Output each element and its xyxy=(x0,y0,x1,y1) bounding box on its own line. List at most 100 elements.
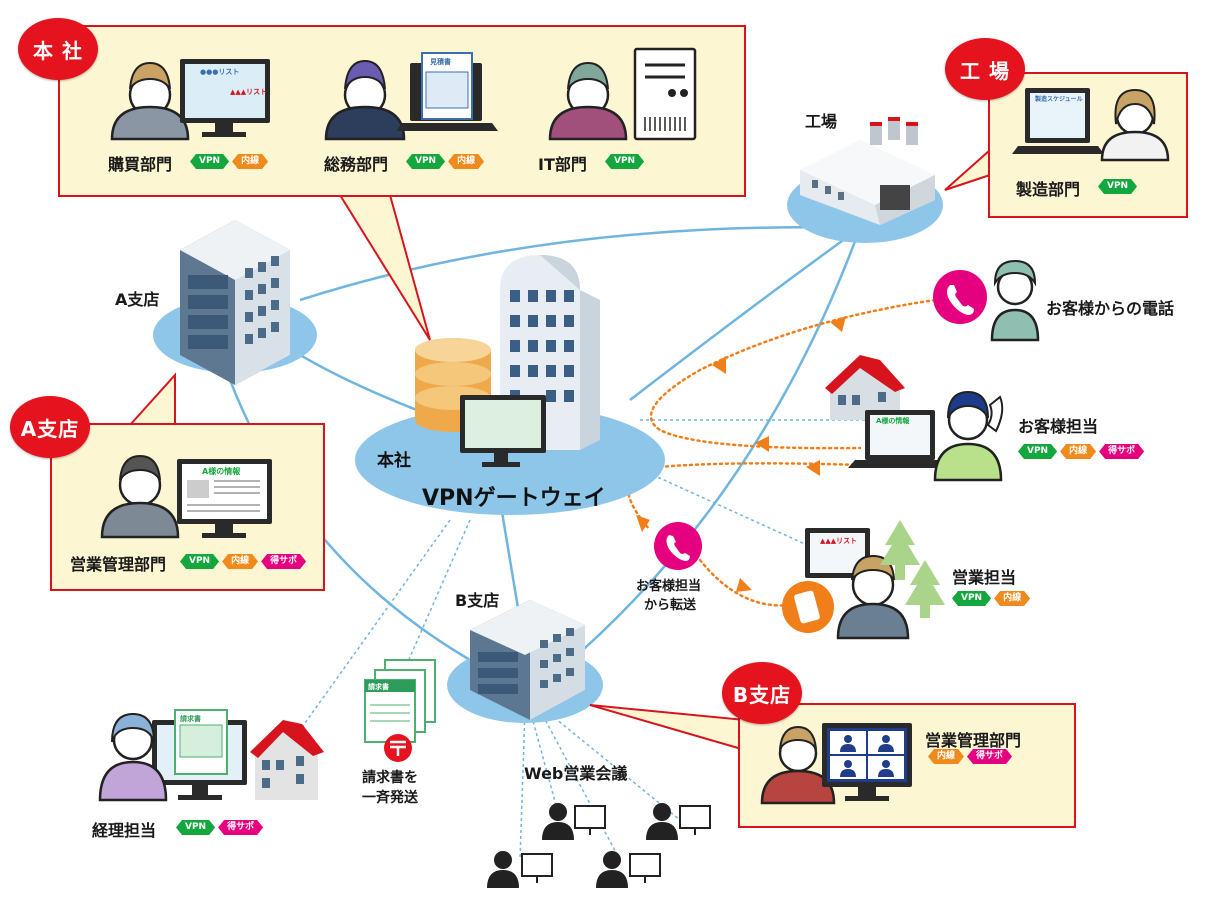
customer-rep-laptop-icon xyxy=(848,410,952,468)
factory-node-label: 工場 xyxy=(805,112,838,131)
general-affairs-doc-title: 見積書 xyxy=(430,58,451,66)
factory-badge: 工 場 xyxy=(945,38,1025,100)
a-branch-illustrations xyxy=(100,454,272,539)
factory-illustrations xyxy=(1012,88,1170,162)
factory-callout: 製造スケジュール 製造部門 VPN xyxy=(988,72,1188,218)
vpn-tag: VPN xyxy=(1018,444,1057,459)
accounting-monitor-icon xyxy=(152,709,247,800)
postal-mark-icon xyxy=(384,734,412,762)
manufacturing-label: 製造部門 xyxy=(1016,180,1081,199)
sales-admin-screen-title: A様の情報 xyxy=(202,467,241,476)
vpn-tag: VPN xyxy=(406,154,445,169)
it-label: IT部門 xyxy=(538,155,587,174)
purchasing-avatar xyxy=(110,61,190,141)
general-affairs-laptop-icon xyxy=(396,52,498,131)
b-branch-pointer xyxy=(589,704,746,752)
manufacturing-screen-title: 製造スケジュール xyxy=(1035,96,1083,103)
b-branch-badge: B支店 xyxy=(722,662,802,724)
b-sales-admin-tags: 内線 得サポ xyxy=(928,749,1012,764)
sales-admin-label: 営業管理部門 xyxy=(70,555,167,574)
naisen-tag: 内線 xyxy=(232,154,268,169)
general-affairs-tags: VPN 内線 xyxy=(406,154,484,169)
participant-icon xyxy=(596,851,661,888)
naisen-tag: 内線 xyxy=(928,749,964,764)
hq-badge: 本 社 xyxy=(18,18,98,80)
video-conference-monitor-icon xyxy=(822,723,912,801)
hq-illustrations xyxy=(110,47,697,141)
b-branch-node-label: B支店 xyxy=(455,591,500,610)
purchasing-monitor-icon xyxy=(180,59,270,137)
vpn-tag: VPN xyxy=(176,820,215,835)
customer-rep-tags: VPN 内線 得サポ xyxy=(1018,444,1144,459)
hq-callout: ●●●リスト ▲▲▲リスト 見積書 購買部門 VPN 内線 総務部門 VPN 内… xyxy=(58,25,746,197)
participant-icon xyxy=(487,851,553,888)
sales-rep-laptop-icon xyxy=(805,528,870,578)
customer-caller-avatar xyxy=(990,259,1040,342)
b-branch-illustrations xyxy=(760,723,912,805)
it-tags: VPN xyxy=(605,154,644,169)
a-branch-callout: A様の情報 営業管理部門 VPN 内線 得サポ xyxy=(50,423,325,591)
purchasing-label: 購買部門 xyxy=(108,155,173,174)
vpn-tag: VPN xyxy=(190,154,229,169)
toku-support-tag: 得サポ xyxy=(1099,444,1144,459)
sales-rep-phone-icon xyxy=(782,581,834,633)
a-branch-badge: A支店 xyxy=(10,396,90,458)
vpn-tag: VPN xyxy=(180,554,219,569)
server-icon xyxy=(633,47,697,141)
transfer-label-1: お客様担当 xyxy=(636,579,702,594)
customer-rep-label: お客様担当 xyxy=(1018,417,1099,436)
participant-icon xyxy=(646,803,711,840)
vpn-tag: VPN xyxy=(605,154,644,169)
toku-support-tag: 得サポ xyxy=(967,749,1012,764)
sales-rep-avatar xyxy=(836,554,910,640)
toku-support-tag: 得サポ xyxy=(218,820,263,835)
sales-rep-label: 営業担当 xyxy=(952,568,1017,587)
web-meeting-participants xyxy=(487,803,711,888)
web-meeting-label: Web営業会議 xyxy=(524,764,628,783)
purchasing-tags: VPN 内線 xyxy=(190,154,268,169)
accounting-avatar xyxy=(98,712,168,802)
b-sales-admin-avatar xyxy=(760,725,836,805)
toku-support-tag: 得サポ xyxy=(261,554,306,569)
factory-pointer xyxy=(944,147,991,191)
purchasing-screen-text: ●●●リスト xyxy=(200,68,240,76)
invoice-doc-title: 請求書 xyxy=(368,683,389,691)
transfer-phone-icon xyxy=(654,522,702,570)
customer-rep-house-icon xyxy=(825,355,905,420)
general-affairs-label: 総務部門 xyxy=(324,155,389,174)
naisen-tag: 内線 xyxy=(222,554,258,569)
customer-rep-avatar xyxy=(933,390,1004,482)
sales-admin-tags: VPN 内線 得サポ xyxy=(180,554,306,569)
sales-rep-screen-title: ▲▲▲リスト xyxy=(820,537,858,545)
factory-building-icon xyxy=(800,117,935,225)
sales-rep-tags: VPN 内線 xyxy=(952,591,1030,606)
customer-call-label: お客様からの電話 xyxy=(1046,299,1175,318)
invoice-label-1: 請求書を xyxy=(362,770,418,786)
tree-icons xyxy=(880,520,945,618)
b-branch-callout: 営業管理部門 内線 得サポ xyxy=(738,703,1076,828)
manufacturing-laptop-icon xyxy=(1012,88,1104,154)
invoice-stack-icon xyxy=(364,659,436,743)
b-sales-admin-label: 営業管理部門 xyxy=(925,731,1022,750)
manufacturing-tags: VPN xyxy=(1098,179,1137,194)
call-routing-lines xyxy=(626,298,937,607)
accounting-house-icon xyxy=(250,720,324,800)
a-branch-node-label: A支店 xyxy=(115,290,160,309)
accounting-tags: VPN 得サポ xyxy=(176,820,263,835)
accounting-label: 経理担当 xyxy=(92,821,157,840)
sales-admin-monitor-icon xyxy=(177,459,272,538)
general-affairs-avatar xyxy=(324,59,406,141)
gateway-label-hq: 本社 xyxy=(377,451,411,471)
transfer-label-2: から転送 xyxy=(644,598,697,613)
call-arrowheads xyxy=(636,316,846,592)
purchasing-screen-text2: ▲▲▲リスト xyxy=(230,88,268,96)
it-avatar xyxy=(548,61,628,141)
accounting-doc-title: 請求書 xyxy=(180,715,201,723)
customer-rep-screen-title: A様の情報 xyxy=(876,417,910,425)
invoice-label-2: 一斉発送 xyxy=(362,790,418,806)
naisen-tag: 内線 xyxy=(448,154,484,169)
vpn-tag: VPN xyxy=(1098,179,1137,194)
a-branch-building-icon xyxy=(180,220,290,385)
b-branch-building-icon xyxy=(470,600,585,720)
